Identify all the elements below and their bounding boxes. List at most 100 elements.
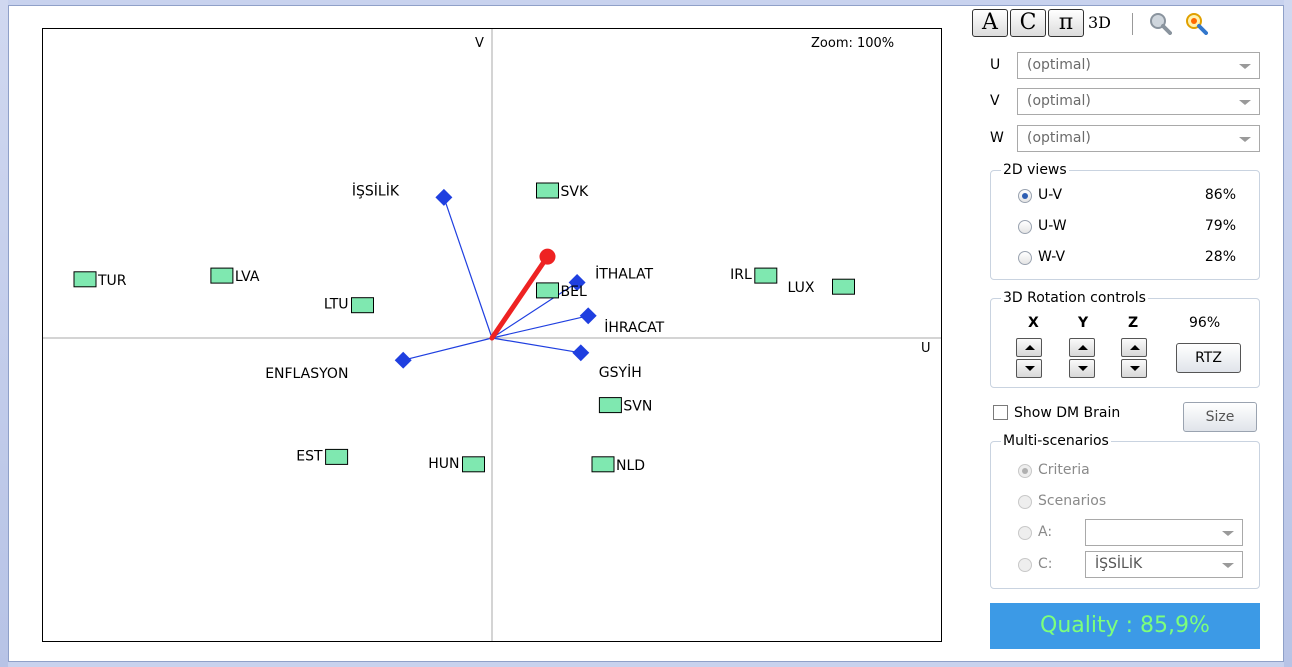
v-axis-select-value: (optimal) bbox=[1027, 93, 1091, 109]
multi-scenarios-group: Multi-scenarios bbox=[990, 433, 1260, 589]
chevron-down-icon bbox=[1222, 563, 1234, 568]
show-decision-axis-button[interactable]: π bbox=[1048, 9, 1084, 37]
multi-a-select[interactable] bbox=[1085, 519, 1243, 546]
action-label-tur: TUR bbox=[97, 273, 127, 289]
rotate-y-down-button[interactable] bbox=[1069, 359, 1095, 378]
radio-icon[interactable] bbox=[1018, 189, 1032, 203]
dm-brain-size-button[interactable]: Size bbox=[1183, 402, 1257, 432]
window-border-bottom bbox=[0, 662, 1292, 667]
rotate-z-down-button[interactable] bbox=[1121, 359, 1147, 378]
criterion-marker-i-s-si-li-k[interactable] bbox=[435, 188, 453, 206]
criterion-label-gsyi-h: GSYİH bbox=[599, 363, 642, 381]
action-marker-est[interactable] bbox=[325, 448, 349, 465]
rtz-button[interactable]: RTZ bbox=[1176, 343, 1241, 373]
multi-scenarios-label: Scenarios bbox=[1038, 493, 1107, 509]
criterion-marker-i-hracat[interactable] bbox=[579, 307, 597, 325]
view-toolbar: A C π 3D bbox=[972, 9, 1262, 39]
decision-axis-vector bbox=[489, 254, 550, 341]
criterion-vector-gsyi-h bbox=[491, 337, 581, 354]
multi-a-option[interactable]: A: bbox=[1018, 523, 1078, 545]
criterion-vector-i-s-si-li-k bbox=[443, 197, 493, 339]
action-marker-bel[interactable] bbox=[536, 282, 559, 299]
view-uw-option[interactable]: U-W 79% bbox=[1018, 217, 1236, 239]
gaia-plane-svg[interactable]: V U Zoom: 100% İŞSİLİKİTHALATİHRACATGSYİ… bbox=[43, 29, 941, 641]
rotate-y-stepper[interactable] bbox=[1069, 338, 1095, 378]
action-marker-nld[interactable] bbox=[591, 456, 615, 473]
criterion-marker-i-thalat[interactable] bbox=[568, 274, 586, 291]
u-axis-row: U (optimal) bbox=[990, 52, 1265, 80]
w-axis-select[interactable]: (optimal) bbox=[1017, 125, 1260, 152]
action-marker-lux[interactable] bbox=[832, 278, 855, 295]
view-wv-pct: 28% bbox=[1204, 249, 1236, 265]
radio-icon[interactable] bbox=[1018, 558, 1032, 572]
views-2d-title: 2D views bbox=[1003, 162, 1067, 178]
w-axis-row: W (optimal) bbox=[990, 125, 1265, 153]
multi-criteria-option[interactable]: Criteria bbox=[1018, 461, 1218, 483]
rotate-z-stepper[interactable] bbox=[1121, 338, 1147, 378]
rotate-y-up-button[interactable] bbox=[1069, 338, 1095, 357]
chevron-down-icon bbox=[1239, 137, 1251, 142]
action-label-svk: SVK bbox=[561, 184, 589, 200]
decision-axis-layer bbox=[489, 248, 556, 341]
multi-scenarios-option[interactable]: Scenarios bbox=[1018, 492, 1218, 514]
view-uv-label: U-V bbox=[1038, 187, 1063, 203]
action-marker-irl[interactable] bbox=[754, 267, 778, 284]
window-border-left bbox=[0, 0, 8, 667]
radio-icon[interactable] bbox=[1018, 464, 1032, 478]
view-uv-option[interactable]: U-V 86% bbox=[1018, 186, 1236, 208]
multi-c-option[interactable]: C: bbox=[1018, 555, 1078, 577]
u-axis-select[interactable]: (optimal) bbox=[1017, 52, 1260, 79]
rotation-x-label: X bbox=[1028, 315, 1039, 331]
views-2d-group: 2D views bbox=[990, 162, 1260, 280]
view-wv-option[interactable]: W-V 28% bbox=[1018, 248, 1236, 270]
action-marker-tur[interactable] bbox=[73, 271, 97, 288]
magnifier-target-icon[interactable] bbox=[1184, 11, 1208, 35]
action-marker-lva[interactable] bbox=[210, 267, 234, 284]
multi-a-label: A: bbox=[1038, 524, 1053, 540]
criterion-label-enflasyon: ENFLASYON bbox=[265, 366, 348, 382]
rotation-y-label: Y bbox=[1078, 315, 1089, 331]
rotate-z-up-button[interactable] bbox=[1121, 338, 1147, 357]
action-marker-svn[interactable] bbox=[598, 397, 622, 414]
radio-icon[interactable] bbox=[1018, 220, 1032, 234]
v-axis-select-label: V bbox=[990, 93, 1000, 109]
action-marker-ltu[interactable] bbox=[351, 297, 374, 314]
u-axis-select-value: (optimal) bbox=[1027, 57, 1091, 73]
action-label-irl: IRL bbox=[730, 267, 752, 283]
window-border-right bbox=[1284, 0, 1292, 667]
radio-icon[interactable] bbox=[1018, 526, 1032, 540]
show-dm-brain-checkbox[interactable] bbox=[993, 405, 1008, 420]
criterion-label-i-hracat: İHRACAT bbox=[604, 318, 664, 336]
rotate-x-up-button[interactable] bbox=[1016, 338, 1042, 357]
toggle-3d-button[interactable]: 3D bbox=[1088, 13, 1112, 32]
action-label-lux: LUX bbox=[788, 280, 815, 296]
multi-c-select[interactable]: İŞSİLİK bbox=[1085, 551, 1243, 578]
v-axis-select[interactable]: (optimal) bbox=[1017, 88, 1260, 115]
criterion-vector-i-hracat bbox=[491, 315, 589, 339]
radio-icon[interactable] bbox=[1018, 251, 1032, 265]
decision-axis-marker[interactable] bbox=[539, 248, 556, 265]
magnifier-icon[interactable] bbox=[1148, 11, 1172, 35]
action-marker-hun[interactable] bbox=[462, 456, 485, 473]
u-axis-select-label: U bbox=[990, 57, 1001, 73]
show-actions-button[interactable]: A bbox=[972, 9, 1008, 37]
zoom-level: Zoom: 100% bbox=[811, 36, 894, 51]
action-marker-svk[interactable] bbox=[536, 182, 559, 199]
criterion-marker-enflasyon[interactable] bbox=[394, 351, 412, 369]
rotation-quality-pct: 96% bbox=[1189, 315, 1221, 331]
rotation-3d-title: 3D Rotation controls bbox=[1003, 290, 1146, 306]
multi-criteria-label: Criteria bbox=[1038, 462, 1090, 478]
criterion-label-i-s-si-li-k: İŞSİLİK bbox=[352, 181, 400, 199]
criterion-marker-gsyi-h[interactable] bbox=[572, 344, 590, 362]
rotate-x-down-button[interactable] bbox=[1016, 359, 1042, 378]
criterion-vector-enflasyon bbox=[403, 337, 493, 361]
view-uw-label: U-W bbox=[1038, 218, 1067, 234]
window-border-top bbox=[0, 0, 1292, 5]
u-axis-label: U bbox=[921, 341, 931, 356]
show-criteria-button[interactable]: C bbox=[1010, 9, 1046, 37]
rotate-x-stepper[interactable] bbox=[1016, 338, 1042, 378]
radio-icon[interactable] bbox=[1018, 495, 1032, 509]
rotation-z-label: Z bbox=[1128, 315, 1139, 331]
